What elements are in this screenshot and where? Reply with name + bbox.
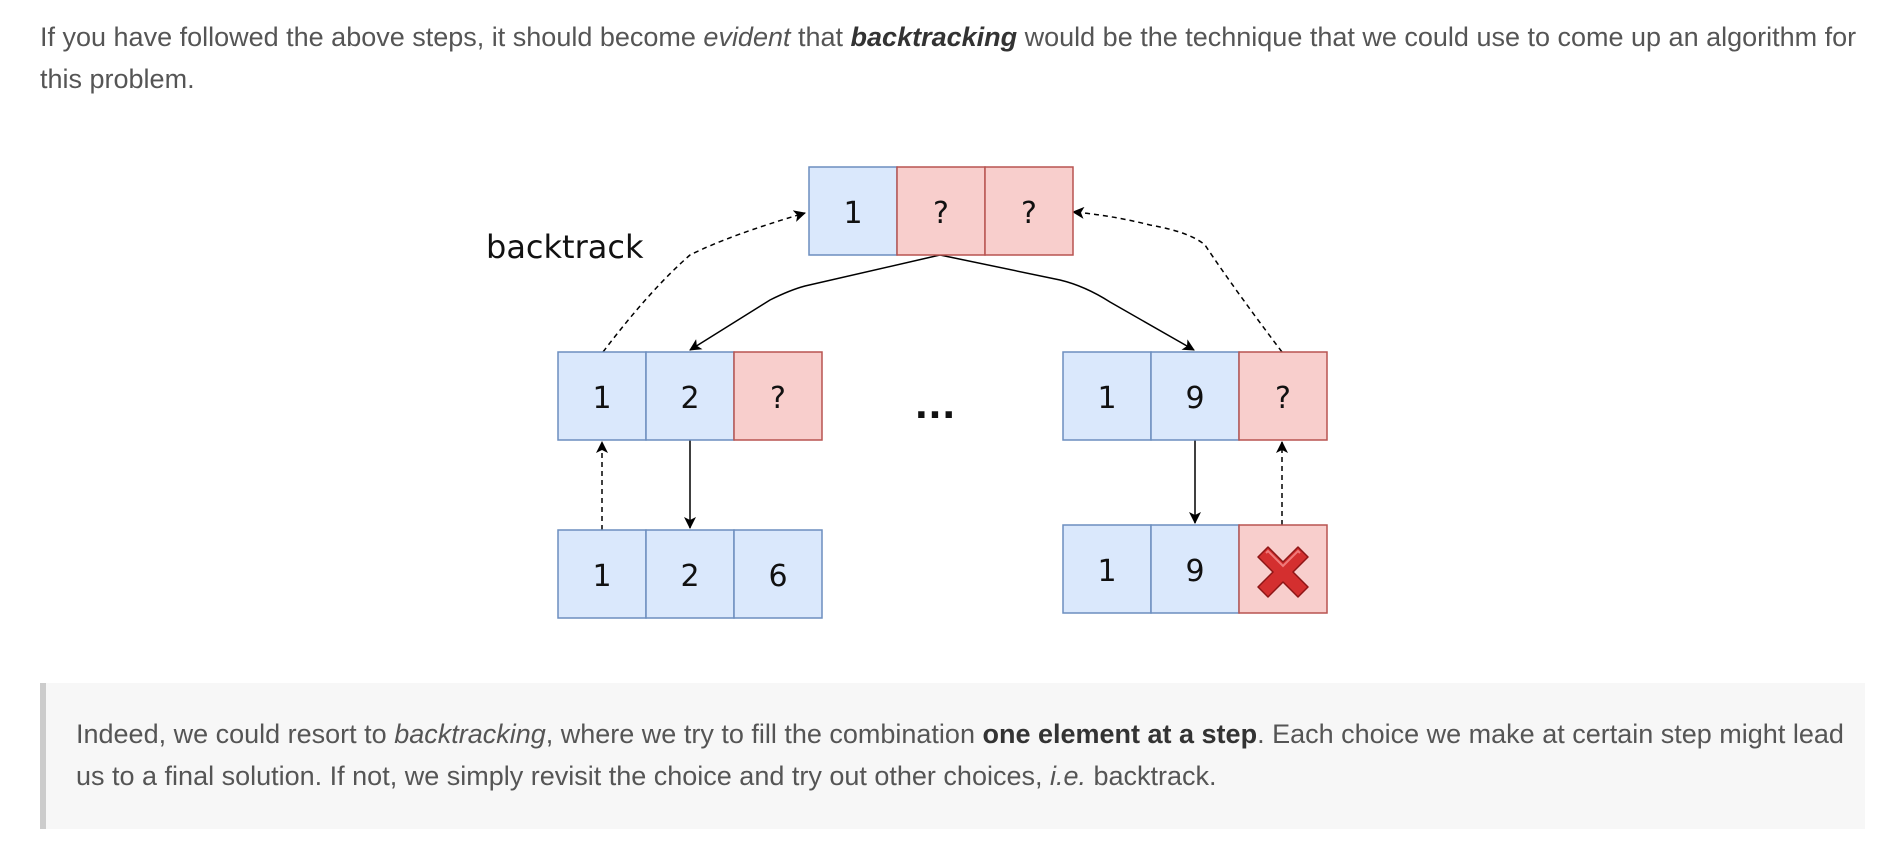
- cell-filled: [645, 351, 735, 441]
- cell-filled: [645, 529, 735, 619]
- quote-text-1: Indeed, we could resort to: [76, 719, 395, 749]
- cell-filled: [733, 529, 823, 619]
- backtrack-label: backtrack: [486, 228, 644, 266]
- cell-value: ?: [1275, 381, 1291, 416]
- cell-filled: [557, 529, 647, 619]
- backtrack-arrow-left: [602, 210, 806, 353]
- intro-text-2: that: [790, 22, 851, 52]
- quote-emphasis-backtracking: backtracking: [394, 719, 546, 749]
- quote-text-4: backtrack.: [1086, 761, 1217, 791]
- cell-value: ?: [770, 381, 786, 416]
- cell-value: ?: [933, 196, 949, 231]
- backtrack-arrow-right: [1072, 206, 1283, 353]
- right-bottom-combination: 1 9: [1062, 524, 1328, 614]
- cell-value: 1: [592, 559, 611, 594]
- intro-strong-backtracking: backtracking: [850, 22, 1018, 52]
- cell-value: 2: [680, 559, 699, 594]
- cell-filled: [1062, 351, 1152, 441]
- cell-failed: [1238, 524, 1328, 614]
- cell-value: 1: [843, 196, 862, 231]
- root-combination: 1 ? ?: [808, 166, 1074, 256]
- left-mid-combination: 1 2 ?: [557, 351, 823, 441]
- cell-empty: [733, 351, 823, 441]
- cell-empty: [1238, 351, 1328, 441]
- cell-value: 1: [1097, 554, 1116, 589]
- intro-text-3: would be the technique that we could use…: [40, 22, 1857, 94]
- blockquote: Indeed, we could resort to backtracking,…: [40, 683, 1865, 829]
- quote-text-3: . Each choice we make at certain step mi…: [76, 719, 1844, 791]
- cell-filled: [1150, 351, 1240, 441]
- cell-value: 9: [1185, 381, 1204, 416]
- quote-paragraph: Indeed, we could resort to backtracking,…: [76, 713, 1846, 797]
- cell-filled: [1062, 524, 1152, 614]
- cell-filled: [808, 166, 898, 256]
- intro-paragraph: If you have followed the above steps, it…: [40, 16, 1860, 100]
- intro-emphasis-evident: evident: [703, 22, 791, 52]
- choice-arrow-right: [939, 254, 1195, 351]
- red-x-icon: [1257, 546, 1309, 598]
- cell-filled: [1150, 524, 1240, 614]
- cell-value: 1: [1097, 381, 1116, 416]
- cell-value: 9: [1185, 554, 1204, 589]
- intro-text-1: If you have followed the above steps, it…: [40, 22, 704, 52]
- cell-value: 1: [592, 381, 611, 416]
- cell-value: 2: [680, 381, 699, 416]
- cell-value: ?: [1021, 196, 1037, 231]
- quote-emphasis-ie: i.e.: [1049, 761, 1087, 791]
- cell-value: 6: [768, 559, 787, 594]
- cell-empty: [984, 166, 1074, 256]
- quote-strong-one-element: one element at a step: [982, 719, 1258, 749]
- cell-filled: [557, 351, 647, 441]
- cell-empty: [896, 166, 986, 256]
- quote-text-2: , where we try to fill the combination: [545, 719, 983, 749]
- left-bottom-combination: 1 2 6: [557, 529, 823, 619]
- ellipsis: ...: [914, 386, 955, 427]
- choice-arrow-left: [689, 254, 941, 351]
- right-mid-combination: 1 9 ?: [1062, 351, 1328, 441]
